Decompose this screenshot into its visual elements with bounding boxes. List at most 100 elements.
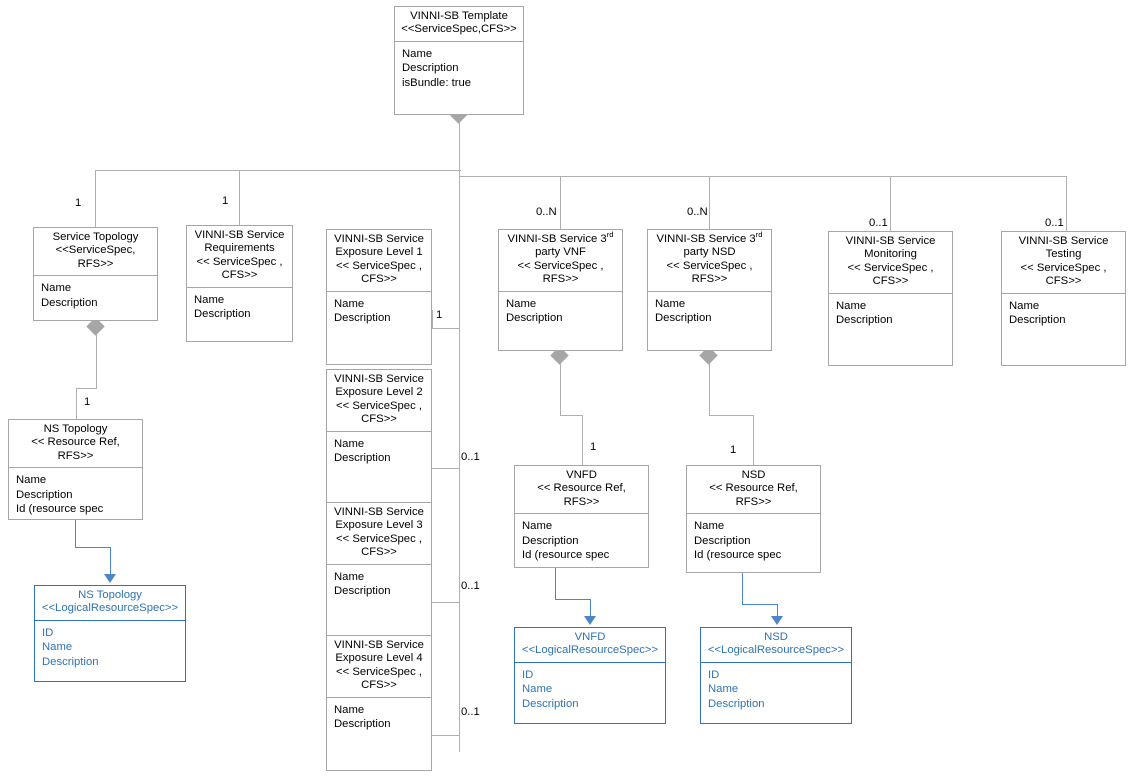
- header-line: << ServiceSpec ,: [335, 259, 423, 272]
- header-line: VINNI-SB Service 3rd: [656, 230, 763, 245]
- attribute-line: Name: [334, 570, 365, 583]
- header-line: CFS>>: [361, 679, 397, 692]
- header-line: <<LogicalResourceSpec>>: [41, 602, 179, 615]
- mult-service-monitoring: 0..1: [869, 217, 888, 229]
- attribute-line: Description: [708, 698, 765, 710]
- class-box-vnfd-logical-resource-spec[interactable]: VNFD <<LogicalResourceSpec>> ID Name Des…: [514, 627, 666, 724]
- ordinal-suffix: rd: [606, 230, 614, 240]
- header-line: NS Topology: [78, 589, 142, 601]
- header-line: << ServiceSpec ,: [666, 259, 753, 272]
- class-attributes-service-monitoring: Name Description: [829, 294, 952, 333]
- conn-nsd-nsdrr-h: [709, 415, 753, 416]
- conn-nstopology-lrs-h: [75, 547, 110, 548]
- attribute-line: Description: [655, 312, 712, 325]
- header-line: <<ServiceSpec,: [55, 244, 136, 257]
- header-line: Exposure Level 4: [335, 652, 423, 665]
- attribute-line: Description: [334, 312, 391, 325]
- class-box-vinni-sb-template[interactable]: VINNI-SB Template <<ServiceSpec,CFS>> Na…: [394, 6, 524, 115]
- class-attributes-vinni-sb-template: Name Description isBundle: true: [395, 42, 523, 96]
- class-header-nsd-resource-ref: NSD << Resource Ref, RFS>>: [687, 466, 820, 515]
- header-line: Testing: [1045, 248, 1082, 261]
- attribute-line: Name: [42, 641, 73, 654]
- conn-vnfd-lrs-h: [555, 599, 590, 600]
- attribute-line: Description: [334, 718, 391, 731]
- header-line: VINNI-SB Template: [410, 10, 508, 22]
- conn-nsd-lrs-v1: [742, 573, 743, 604]
- header-line: VINNI-SB Service: [1018, 235, 1109, 247]
- class-box-service-testing[interactable]: VINNI-SB Service Testing << ServiceSpec …: [1001, 231, 1126, 366]
- attribute-line: Description: [16, 488, 73, 501]
- stub-exposure-1: [432, 328, 460, 329]
- header-line: VNFD: [574, 631, 606, 643]
- header-line: VINNI-SB Service: [334, 639, 424, 651]
- class-attributes-exposure-level-3: Name Description: [327, 565, 431, 604]
- mult-service-topology: 1: [75, 197, 82, 209]
- header-line: <<LogicalResourceSpec>>: [521, 644, 659, 657]
- header-line: RFS>>: [57, 449, 94, 462]
- drop-service-topology: [95, 170, 96, 228]
- class-attributes-vnfd-logical-resource-spec: ID Name Description: [515, 663, 665, 717]
- class-attributes-third-party-vnf: Name Description: [499, 292, 622, 331]
- header-line: CFS>>: [1045, 275, 1082, 288]
- header-line: RFS>>: [542, 273, 579, 286]
- class-header-ns-topology-resource-ref: NS Topology << Resource Ref, RFS>>: [9, 420, 142, 469]
- class-box-service-topology[interactable]: Service Topology <<ServiceSpec, RFS>> Na…: [33, 227, 158, 321]
- attribute-line: Id (resource spec: [694, 549, 782, 562]
- mult-third-party-nsd: 0..N: [687, 206, 708, 218]
- class-box-exposure-level-1[interactable]: VINNI-SB Service Exposure Level 1 << Ser…: [326, 229, 432, 365]
- class-box-nsd-logical-resource-spec[interactable]: NSD <<LogicalResourceSpec>> ID Name Desc…: [700, 627, 852, 724]
- class-box-ns-topology-logical-resource-spec[interactable]: NS Topology <<LogicalResourceSpec>> ID N…: [34, 585, 186, 682]
- attribute-line: Name: [522, 683, 553, 696]
- class-header-service-requirements: VINNI-SB Service Requirements << Service…: [187, 226, 292, 288]
- mult-service-testing: 0..1: [1045, 217, 1064, 229]
- header-line: CFS>>: [361, 413, 397, 426]
- attribute-line: ID: [708, 668, 720, 681]
- header-line: RFS>>: [691, 273, 728, 286]
- class-box-service-monitoring[interactable]: VINNI-SB Service Monitoring << ServiceSp…: [828, 231, 953, 366]
- header-line: party VNF: [535, 246, 586, 259]
- mult-nsd: 1: [730, 444, 737, 456]
- header-line: NSD: [741, 469, 766, 481]
- class-header-ns-topology-logical-resource-spec: NS Topology <<LogicalResourceSpec>>: [35, 586, 185, 621]
- drop-third-party-nsd: [709, 176, 710, 229]
- header-line: RFS>>: [735, 495, 772, 508]
- class-box-service-requirements[interactable]: VINNI-SB Service Requirements << Service…: [186, 225, 293, 342]
- class-header-vinni-sb-template: VINNI-SB Template <<ServiceSpec,CFS>>: [395, 7, 523, 42]
- class-box-nsd-resource-ref[interactable]: NSD << Resource Ref, RFS>> Name Descript…: [686, 465, 821, 573]
- class-box-exposure-level-3[interactable]: VINNI-SB Service Exposure Level 3 << Ser…: [326, 502, 432, 638]
- attribute-line: isBundle: true: [402, 77, 472, 89]
- class-header-exposure-level-4: VINNI-SB Service Exposure Level 4 << Ser…: [327, 636, 431, 698]
- header-line: VINNI-SB Service 3rd: [507, 230, 614, 245]
- class-header-exposure-level-3: VINNI-SB Service Exposure Level 3 << Ser…: [327, 503, 431, 565]
- class-attributes-exposure-level-4: Name Description: [327, 698, 431, 737]
- class-box-third-party-vnf[interactable]: VINNI-SB Service 3rd party VNF << Servic…: [498, 229, 623, 351]
- header-line: Exposure Level 2: [335, 386, 423, 399]
- class-box-exposure-level-4[interactable]: VINNI-SB Service Exposure Level 4 << Ser…: [326, 635, 432, 771]
- header-line: party NSD: [683, 246, 736, 259]
- drop-service-testing: [1066, 176, 1067, 231]
- header-line: << ServiceSpec ,: [335, 399, 423, 412]
- class-box-vnfd-resource-ref[interactable]: VNFD << Resource Ref, RFS>> Name Descrip…: [514, 465, 649, 568]
- mult-exposure-1: 1: [436, 309, 443, 321]
- header-line: Service Topology: [52, 231, 139, 243]
- attribute-line: Name: [334, 703, 365, 716]
- attribute-line: ID: [522, 668, 534, 681]
- conn-nsd-lrs-v2: [777, 604, 778, 618]
- conn-vnf-vnfd-h: [560, 415, 582, 416]
- class-attributes-exposure-level-1: Name Description: [327, 292, 431, 331]
- attribute-line: Name: [334, 437, 365, 450]
- attribute-line: Id (resource spec: [16, 503, 104, 516]
- class-box-third-party-nsd[interactable]: VINNI-SB Service 3rd party NSD << Servic…: [647, 229, 772, 351]
- attribute-line: Name: [836, 299, 867, 312]
- class-header-vnfd-logical-resource-spec: VNFD <<LogicalResourceSpec>>: [515, 628, 665, 663]
- attribute-line: Description: [334, 452, 391, 465]
- ordinal-suffix: rd: [755, 230, 763, 240]
- class-box-exposure-level-2[interactable]: VINNI-SB Service Exposure Level 2 << Ser…: [326, 369, 432, 505]
- attribute-line: Name: [194, 293, 225, 306]
- conn-nstopology-lrs-v2: [110, 547, 111, 576]
- header-line: VINNI-SB Service: [334, 373, 424, 385]
- class-attributes-service-requirements: Name Description: [187, 288, 292, 327]
- conn-nstopology-lrs-v1b: [75, 520, 76, 547]
- drop-service-requirements: [239, 170, 240, 225]
- class-box-ns-topology-resource-ref[interactable]: NS Topology << Resource Ref, RFS>> Name …: [8, 419, 143, 520]
